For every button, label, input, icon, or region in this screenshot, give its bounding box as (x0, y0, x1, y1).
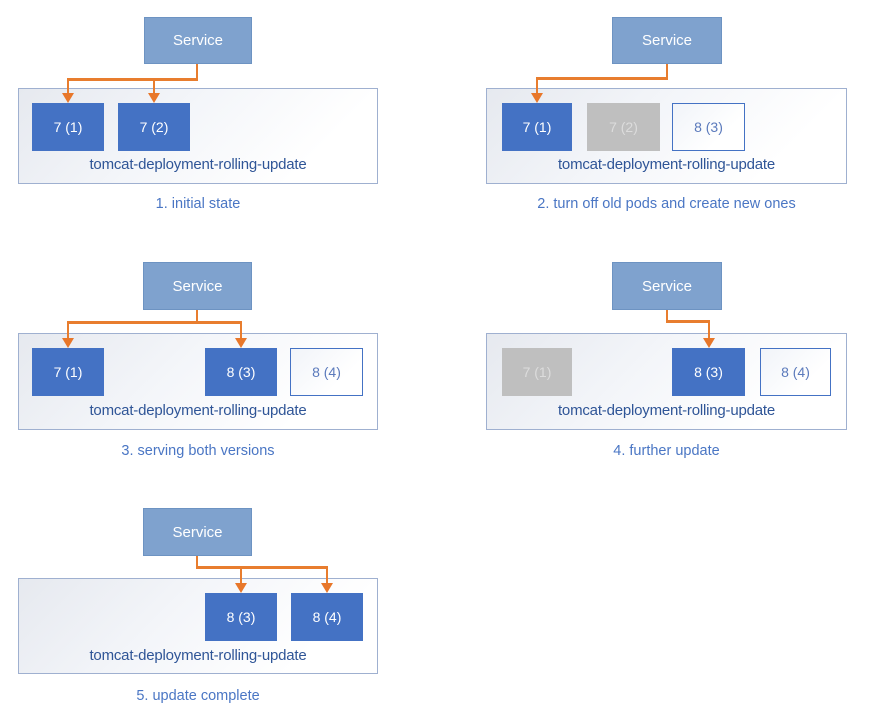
arrow-stub (665, 310, 669, 323)
pod-7-1: 7 (1) (502, 103, 572, 151)
arrow-rail (66, 321, 243, 324)
pod-8-4: 8 (4) (291, 593, 363, 641)
arrow-rail (195, 566, 329, 569)
pod-8-4: 8 (4) (290, 348, 363, 396)
arrow-stem (325, 566, 329, 583)
deployment-label: tomcat-deployment-rolling-update (89, 156, 307, 173)
pod-8-3: 8 (3) (205, 593, 277, 641)
arrowhead-icon (147, 93, 160, 103)
arrowhead-icon (530, 93, 543, 103)
stage-caption: 2. turn off old pods and create new ones (537, 196, 796, 212)
deployment-label: tomcat-deployment-rolling-update (557, 402, 776, 419)
service-box: Service (143, 508, 252, 556)
panel-update-complete: Service 8 (3) 8 (4) tomcat-deployment-rolli… (0, 480, 435, 718)
pod-7-1: 7 (1) (502, 348, 572, 396)
panel-serving-both-versions: Service 7 (1) 8 (3) 8 (4) tomcat-deployment-… (0, 240, 435, 480)
service-box: Service (612, 17, 722, 64)
pod-7-1: 7 (1) (32, 348, 104, 396)
arrow-stem (239, 566, 243, 583)
pod-7-1: 7 (1) (32, 103, 104, 151)
arrow-rail (66, 78, 199, 81)
stage-caption: 5. update complete (136, 688, 260, 704)
arrow-stub (195, 64, 199, 81)
panel-initial-state: Service 7 (1) 7 (2) tomcat-deployment-rolli… (0, 0, 435, 240)
pod-8-3: 8 (3) (205, 348, 277, 396)
arrowhead-icon (234, 583, 247, 593)
panel-further-update: Service 7 (1) 8 (3) 8 (4) tomcat-deployment-… (435, 240, 870, 480)
arrow-stub (195, 556, 199, 569)
arrowhead-icon (234, 338, 247, 348)
arrow-stem (152, 78, 156, 93)
arrow-stem (66, 321, 70, 338)
deployment-label: tomcat-deployment-rolling-update (557, 156, 776, 173)
deployment-label: tomcat-deployment-rolling-update (89, 402, 307, 419)
arrow-stub (665, 64, 669, 80)
arrow-stub (195, 310, 199, 324)
service-box: Service (143, 262, 252, 310)
panel-turn-off-old-pods: Service 7 (1) 7 (2)8 (3) tomcat-deployment-… (435, 0, 870, 240)
pod-8-3: 8 (3) (672, 348, 745, 396)
deployment-label: tomcat-deployment-rolling-update (89, 647, 307, 664)
arrowhead-icon (61, 93, 74, 103)
pod-7-2: 7 (2) (587, 103, 660, 151)
pod-8-3: 8 (3) (672, 103, 745, 151)
service-box: Service (144, 17, 252, 64)
arrow-stem (66, 78, 70, 93)
arrowhead-icon (702, 338, 715, 348)
arrow-rail (665, 320, 711, 323)
arrow-rail (535, 77, 669, 80)
stage-caption: 1. initial state (155, 196, 241, 212)
service-box: Service (612, 262, 722, 310)
pod-8-4: 8 (4) (760, 348, 831, 396)
stage-caption: 4. further update (613, 443, 720, 459)
arrow-stem (239, 321, 243, 338)
pod-7-2: 7 (2) (118, 103, 190, 151)
arrowhead-icon (61, 338, 74, 348)
arrow-stem (535, 77, 539, 93)
arrow-stem (707, 320, 711, 338)
stage-caption: 3. serving both versions (121, 443, 275, 459)
arrowhead-icon (320, 583, 333, 593)
